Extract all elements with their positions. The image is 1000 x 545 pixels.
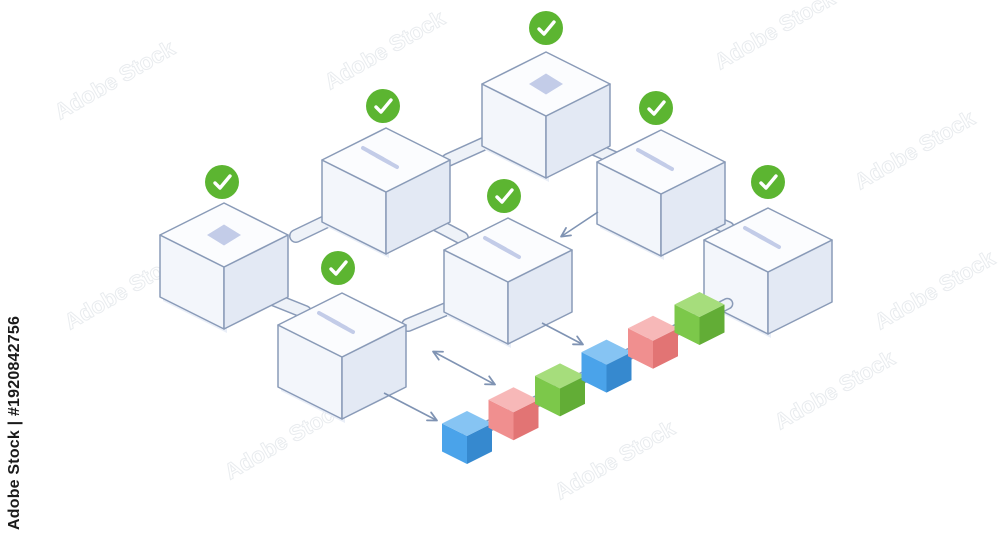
arrow-bidirectional bbox=[432, 350, 496, 386]
watermark-tile: Adobe Stock bbox=[550, 415, 680, 504]
check-badge-circle bbox=[321, 251, 355, 285]
check-badge-icon bbox=[487, 179, 521, 213]
block-top-face bbox=[674, 292, 725, 317]
node-top bbox=[481, 11, 611, 182]
square-icon bbox=[207, 224, 241, 246]
check-mark-icon bbox=[213, 174, 232, 190]
node-lower-left bbox=[277, 251, 407, 423]
block-left-face bbox=[488, 399, 514, 441]
check-mark-icon bbox=[537, 20, 556, 36]
check-badge-circle bbox=[366, 89, 400, 123]
list-icon bbox=[483, 236, 521, 259]
block-right-face bbox=[699, 304, 725, 345]
watermark-side-text: Adobe Stock | #1920842756 bbox=[6, 315, 23, 530]
square-icon bbox=[529, 73, 563, 95]
arrow-line bbox=[432, 350, 496, 386]
check-badge-icon bbox=[205, 165, 239, 199]
check-badge-icon bbox=[751, 165, 785, 199]
square-icon-shape bbox=[529, 73, 563, 95]
block-right-face bbox=[560, 375, 585, 417]
chain-block-blue bbox=[442, 411, 492, 464]
block-left-face bbox=[535, 375, 560, 417]
check-badge-circle bbox=[529, 11, 563, 45]
block-left-face bbox=[628, 328, 653, 369]
node-upper-right bbox=[596, 91, 726, 260]
check-badge-icon bbox=[321, 251, 355, 285]
block-left-face bbox=[674, 304, 700, 345]
list-icon-line bbox=[497, 244, 521, 259]
arrow-center-to-chain bbox=[541, 322, 584, 346]
watermark-tile: Adobe Stock bbox=[50, 35, 180, 124]
block-left-face bbox=[442, 423, 467, 464]
block-top-face bbox=[581, 339, 632, 365]
check-mark-icon bbox=[647, 100, 666, 116]
arrow-upper-right-to-center bbox=[560, 211, 599, 238]
list-icon bbox=[361, 146, 399, 169]
node-far-right bbox=[703, 165, 833, 338]
diagram-content bbox=[159, 11, 833, 464]
list-icon bbox=[636, 148, 674, 171]
watermark-tile: Adobe Stock bbox=[710, 0, 840, 74]
block-right-face bbox=[606, 352, 632, 393]
block-top-face bbox=[628, 315, 678, 341]
watermark-tile: Adobe Stock bbox=[850, 105, 980, 194]
square-icon-shape bbox=[207, 224, 241, 246]
block-right-face bbox=[653, 328, 678, 369]
check-mark-icon bbox=[759, 174, 778, 190]
watermark-tile: Adobe Stock bbox=[770, 345, 900, 434]
block-right-face bbox=[513, 399, 539, 441]
node-upper-left bbox=[321, 89, 451, 258]
node-far-left bbox=[159, 165, 289, 333]
chain-block-red bbox=[488, 387, 539, 441]
list-icon bbox=[317, 311, 355, 334]
list-icon-line bbox=[650, 156, 674, 171]
arrow-line bbox=[541, 322, 584, 346]
arrow-lower-left-to-chain bbox=[383, 392, 438, 422]
list-icon-line bbox=[375, 154, 399, 169]
check-badge-circle bbox=[751, 165, 785, 199]
check-badge-icon bbox=[366, 89, 400, 123]
watermark-tile: Adobe Stock bbox=[870, 245, 1000, 334]
block-top-face bbox=[442, 411, 492, 436]
check-badge-circle bbox=[487, 179, 521, 213]
arrow-line bbox=[560, 211, 599, 238]
chain-block-blue bbox=[581, 339, 632, 393]
block-top-face bbox=[488, 387, 539, 413]
check-badge-icon bbox=[639, 91, 673, 125]
list-icon-line bbox=[331, 319, 355, 334]
block-top-face bbox=[535, 363, 585, 389]
check-badge-circle bbox=[205, 165, 239, 199]
list-icon bbox=[743, 226, 781, 249]
chain-block-red bbox=[628, 315, 678, 369]
block-right-face bbox=[467, 423, 492, 464]
watermark-tile: Adobe Stock bbox=[320, 5, 450, 94]
check-mark-icon bbox=[329, 260, 348, 276]
chain-block-green bbox=[535, 363, 585, 417]
check-badge-icon bbox=[529, 11, 563, 45]
block-left-face bbox=[581, 352, 607, 393]
list-icon-line bbox=[757, 234, 781, 249]
chain-block-green bbox=[674, 292, 725, 345]
node-center bbox=[443, 179, 573, 348]
check-mark-icon bbox=[374, 98, 393, 114]
arrow-line bbox=[383, 392, 438, 422]
check-mark-icon bbox=[495, 188, 514, 204]
check-badge-circle bbox=[639, 91, 673, 125]
